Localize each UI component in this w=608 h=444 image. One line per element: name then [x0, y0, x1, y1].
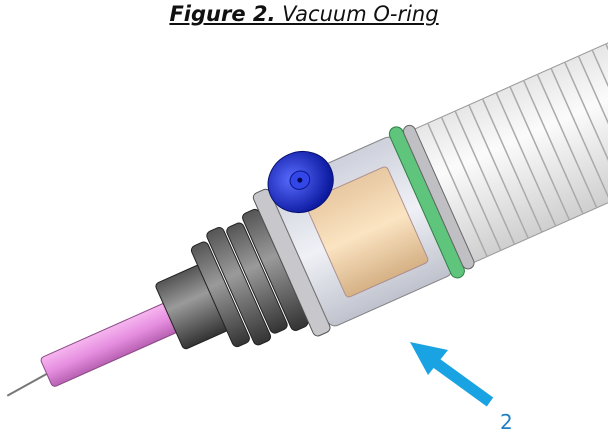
pink-tip — [40, 302, 180, 387]
figure-title: Vacuum O-ring — [282, 2, 439, 26]
inner-sleeve — [305, 166, 429, 298]
figure-caption: Figure 2. Vacuum O-ring — [0, 2, 608, 26]
callout-arrow — [410, 342, 494, 407]
needle — [6, 372, 48, 397]
hose-ridges — [427, 43, 608, 257]
blue-cap — [267, 150, 334, 214]
callout-label: 2 — [500, 410, 513, 434]
ring-stack — [190, 208, 309, 348]
retaining-ring — [402, 124, 475, 270]
figure-number: Figure 2. — [169, 2, 276, 26]
